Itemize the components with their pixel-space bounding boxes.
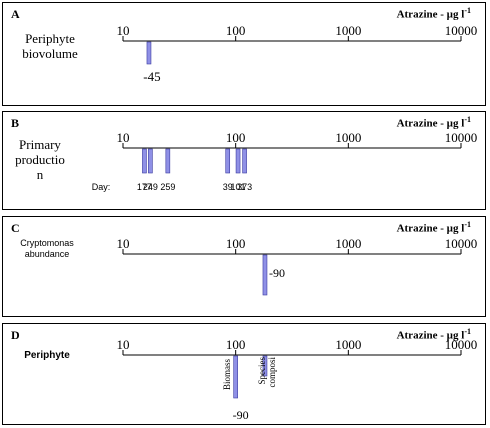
bar [165, 148, 171, 174]
unit-label: Atrazine - µg l-1 [397, 115, 471, 130]
x-tick-label: 10 [116, 23, 130, 38]
unit-label-exponent: -1 [464, 6, 471, 15]
x-tick-label: 10000 [444, 23, 478, 38]
panel-letter: A [11, 7, 20, 21]
x-tick-label: 10000 [444, 130, 478, 145]
bar-value-label: -90 [232, 408, 249, 422]
bar-category-label: Species composi [256, 357, 277, 388]
bar-day-label: 373 [237, 182, 253, 192]
unit-label-text: Atrazine - µg l [396, 329, 465, 342]
chart-svg [122, 249, 462, 296]
bar [146, 41, 152, 65]
unit-label: Atrazine - µg l-1 [397, 220, 471, 235]
bar [225, 148, 231, 174]
x-tick-label: 10 [116, 130, 130, 145]
unit-label-exponent: -1 [464, 115, 471, 124]
panel-ylabel: Cryptomonas abundance [20, 238, 74, 259]
bar-value-label: -45 [143, 69, 161, 84]
bar-value-label: -90 [268, 266, 285, 280]
unit-label-exponent: -1 [464, 327, 471, 336]
x-tick-label: 10000 [444, 236, 478, 251]
x-tick-label: 1000 [335, 130, 362, 145]
chart-svg [122, 350, 462, 399]
x-tick-label: 1000 [335, 337, 362, 352]
x-tick-label: 10 [116, 236, 130, 251]
unit-label-text: Atrazine - µg l [396, 8, 465, 21]
unit-label-text: Atrazine - µg l [396, 222, 465, 235]
panel-letter: B [11, 116, 20, 130]
panel-ylabel: Periphyte biovolume [22, 31, 78, 61]
unit-label: Atrazine - µg l-1 [397, 327, 471, 342]
x-tick-label: 100 [225, 337, 246, 352]
x-tick-label: 100 [225, 236, 246, 251]
x-tick-label: 1000 [335, 23, 362, 38]
unit-label-exponent: -1 [464, 220, 471, 229]
bar [233, 355, 238, 399]
bar [142, 148, 147, 174]
bar-day-label: 39 [222, 182, 233, 192]
x-tick-label: 1000 [335, 236, 362, 251]
bar [148, 148, 153, 174]
panel-ylabel: Periphyte [24, 350, 70, 361]
bar [262, 254, 268, 296]
bar-day-label: 177 [136, 182, 152, 192]
unit-label-text: Atrazine - µg l [396, 117, 465, 130]
unit-label: Atrazine - µg l-1 [397, 6, 471, 21]
x-tick-label: 10000 [444, 337, 478, 352]
panel-letter: D [11, 328, 20, 342]
bar-day-label: 249 [142, 182, 158, 192]
bar-day-label: 101 [230, 182, 246, 192]
bar-day-label: 259 [160, 182, 176, 192]
chart-svg [122, 36, 462, 65]
panel-letter: C [11, 221, 20, 235]
bar [262, 355, 268, 377]
chart-svg [122, 143, 462, 174]
x-tick-label: 100 [225, 23, 246, 38]
bar [242, 148, 247, 174]
panel-ylabel: Primary productio n [15, 137, 65, 182]
day-axis-label: Day: [91, 182, 111, 192]
x-tick-label: 100 [225, 130, 246, 145]
bar [235, 148, 241, 174]
x-tick-label: 10 [116, 337, 130, 352]
